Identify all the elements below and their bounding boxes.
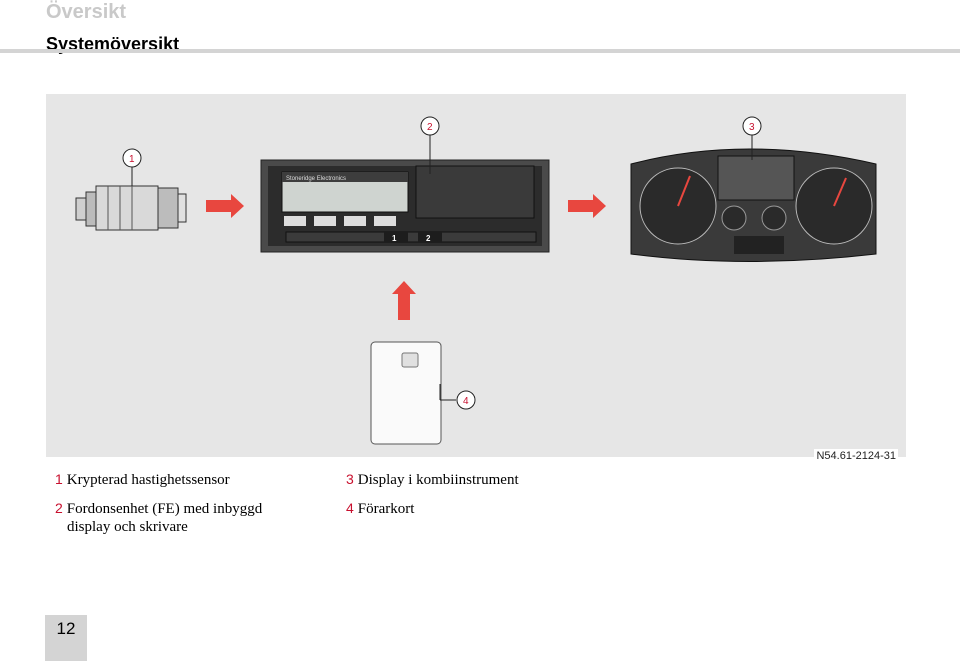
figure-reference: N54.61-2124-31 bbox=[814, 449, 898, 463]
driver-card bbox=[370, 341, 456, 445]
arrow-right-icon bbox=[206, 194, 244, 218]
legend-text: Krypterad hastighetssensor bbox=[66, 472, 230, 488]
callout-1 bbox=[122, 148, 142, 168]
system-overview-figure: Stoneridge Electronics 1 2 bbox=[46, 94, 906, 457]
legend-number: 1 bbox=[55, 471, 63, 487]
callout-2-label: 2 bbox=[427, 122, 433, 133]
speed-sensor bbox=[75, 185, 187, 231]
legend-number: 4 bbox=[346, 500, 354, 516]
callout-1-label: 1 bbox=[129, 154, 135, 165]
callout-3-label: 3 bbox=[749, 122, 755, 133]
slot-label-1: 1 bbox=[392, 234, 397, 243]
arrow-up-icon bbox=[392, 281, 416, 320]
header-divider bbox=[0, 49, 960, 53]
callout-4-label: 4 bbox=[463, 396, 469, 407]
arrow-right-icon bbox=[568, 194, 606, 218]
legend-text-continued: display och skrivare bbox=[67, 519, 188, 535]
legend-number: 2 bbox=[55, 500, 63, 516]
legend-text: Förarkort bbox=[357, 501, 415, 517]
page-number-box: 12 bbox=[45, 615, 87, 661]
callout-3 bbox=[742, 116, 762, 136]
slot-label-2: 2 bbox=[426, 234, 431, 243]
legend-text: Display i kombiinstrument bbox=[357, 472, 519, 488]
callout-4 bbox=[456, 390, 476, 410]
callout-2 bbox=[420, 116, 440, 136]
instrument-cluster bbox=[630, 148, 877, 262]
legend-text: Fordonsenhet (FE) med inbyggd bbox=[66, 501, 263, 517]
page-number: 12 bbox=[56, 619, 76, 638]
chapter-title: Översikt bbox=[46, 1, 127, 23]
tachograph-brand-label: Stoneridge Electronics bbox=[286, 176, 346, 182]
vehicle-unit: Stoneridge Electronics 1 2 bbox=[260, 159, 550, 253]
legend-number: 3 bbox=[346, 471, 354, 487]
figure-illustration: Stoneridge Electronics 1 2 bbox=[75, 116, 877, 445]
